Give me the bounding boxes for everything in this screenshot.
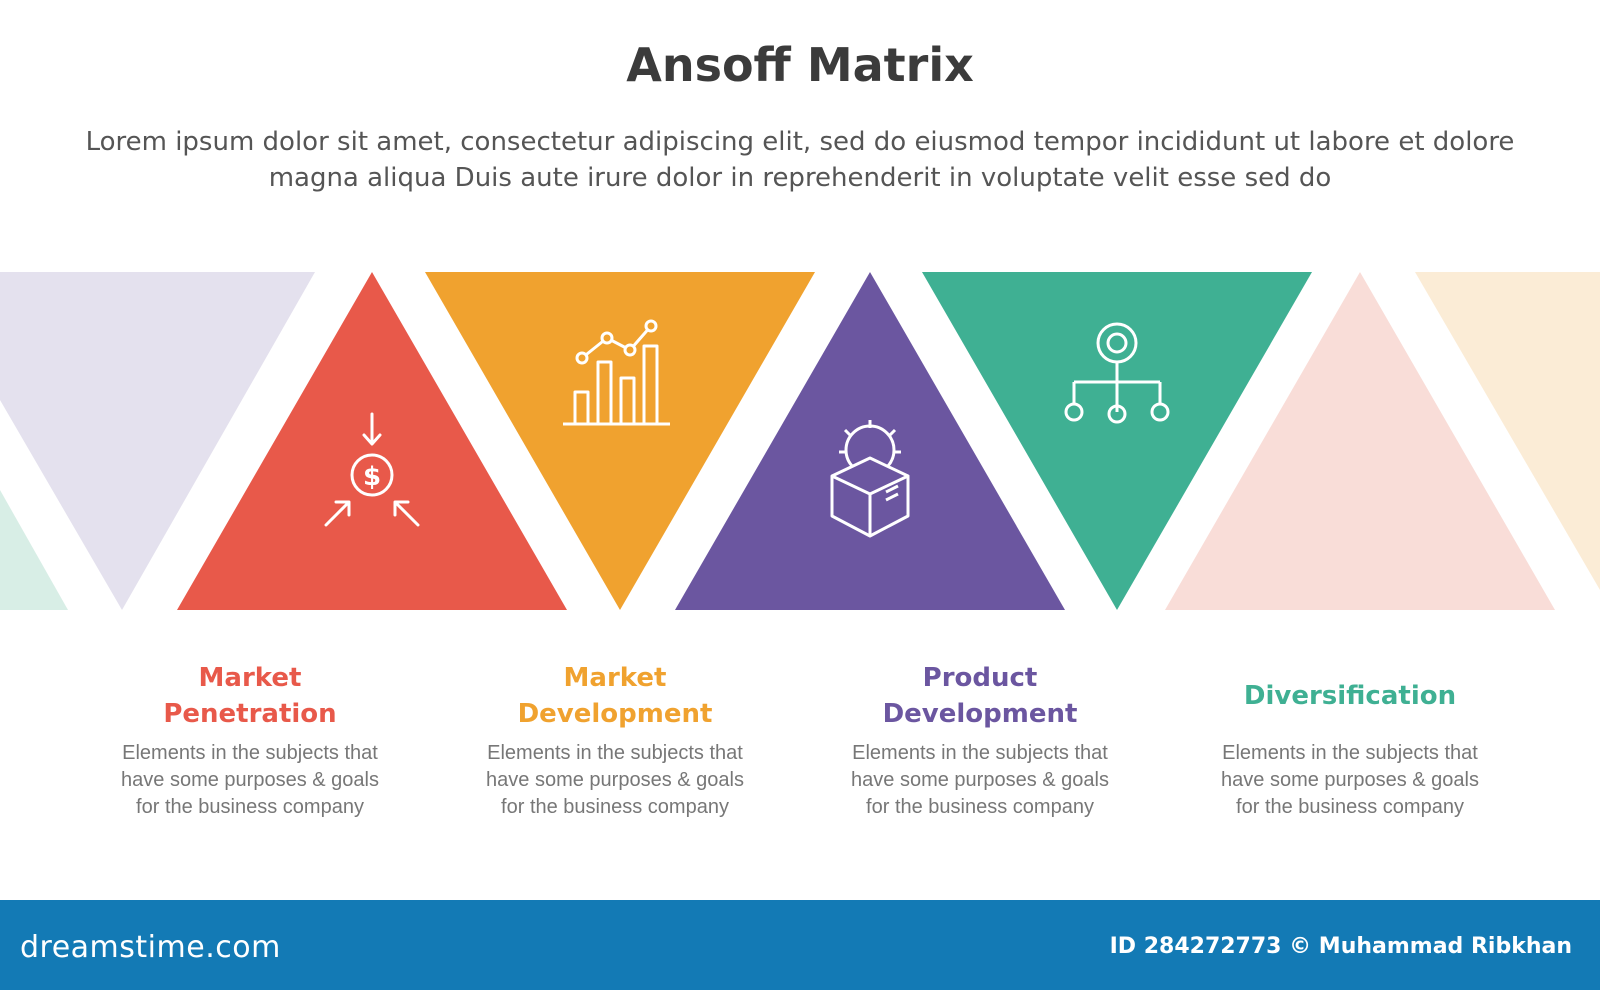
gear-box-icon <box>830 420 910 538</box>
hierarchy-icon <box>1064 322 1170 424</box>
footer-bar: dreamstime.com ID 284272773 © Muhammad R… <box>0 900 1600 990</box>
description-market-penetration: Elements in the subjects that have some … <box>121 742 379 818</box>
label-line-1: Product <box>922 663 1038 693</box>
label-line-1: Diversification <box>1243 681 1457 711</box>
dollar-target-icon: $ <box>324 412 420 527</box>
label-line-1: Market <box>198 663 302 693</box>
triangle-product-development <box>675 272 1065 610</box>
faded-triangle-left <box>0 272 315 610</box>
faded-triangle-far-left <box>0 490 68 610</box>
growth-chart-icon <box>563 319 670 426</box>
label-line-2: Penetration <box>163 699 337 729</box>
label-product-development: Product Development <box>820 660 1140 732</box>
label-line-1: Market <box>563 663 667 693</box>
footer-image-id: ID 284272773 © Muhammad Ribkhan <box>1109 934 1572 959</box>
label-line-2: Development <box>882 699 1078 729</box>
triangle-market-development <box>425 272 815 610</box>
faded-triangle-far-right <box>1415 272 1600 590</box>
page-title: Ansoff Matrix <box>626 38 974 92</box>
svg-text:$: $ <box>363 462 381 492</box>
description-product-development: Elements in the subjects that have some … <box>851 742 1109 818</box>
label-diversification: Diversification <box>1190 678 1510 714</box>
page-subtitle: Lorem ipsum dolor sit amet, consectetur … <box>85 127 1515 193</box>
label-line-2: Development <box>517 699 713 729</box>
description-diversification: Elements in the subjects that have some … <box>1221 742 1479 818</box>
footer-brand-logo: dreamstime.com <box>20 930 281 965</box>
faded-triangle-right-pink <box>1165 272 1555 610</box>
label-market-development: Market Development <box>455 660 775 732</box>
triangle-diversification <box>922 272 1312 610</box>
description-market-development: Elements in the subjects that have some … <box>486 742 744 818</box>
label-market-penetration: Market Penetration <box>90 660 410 732</box>
